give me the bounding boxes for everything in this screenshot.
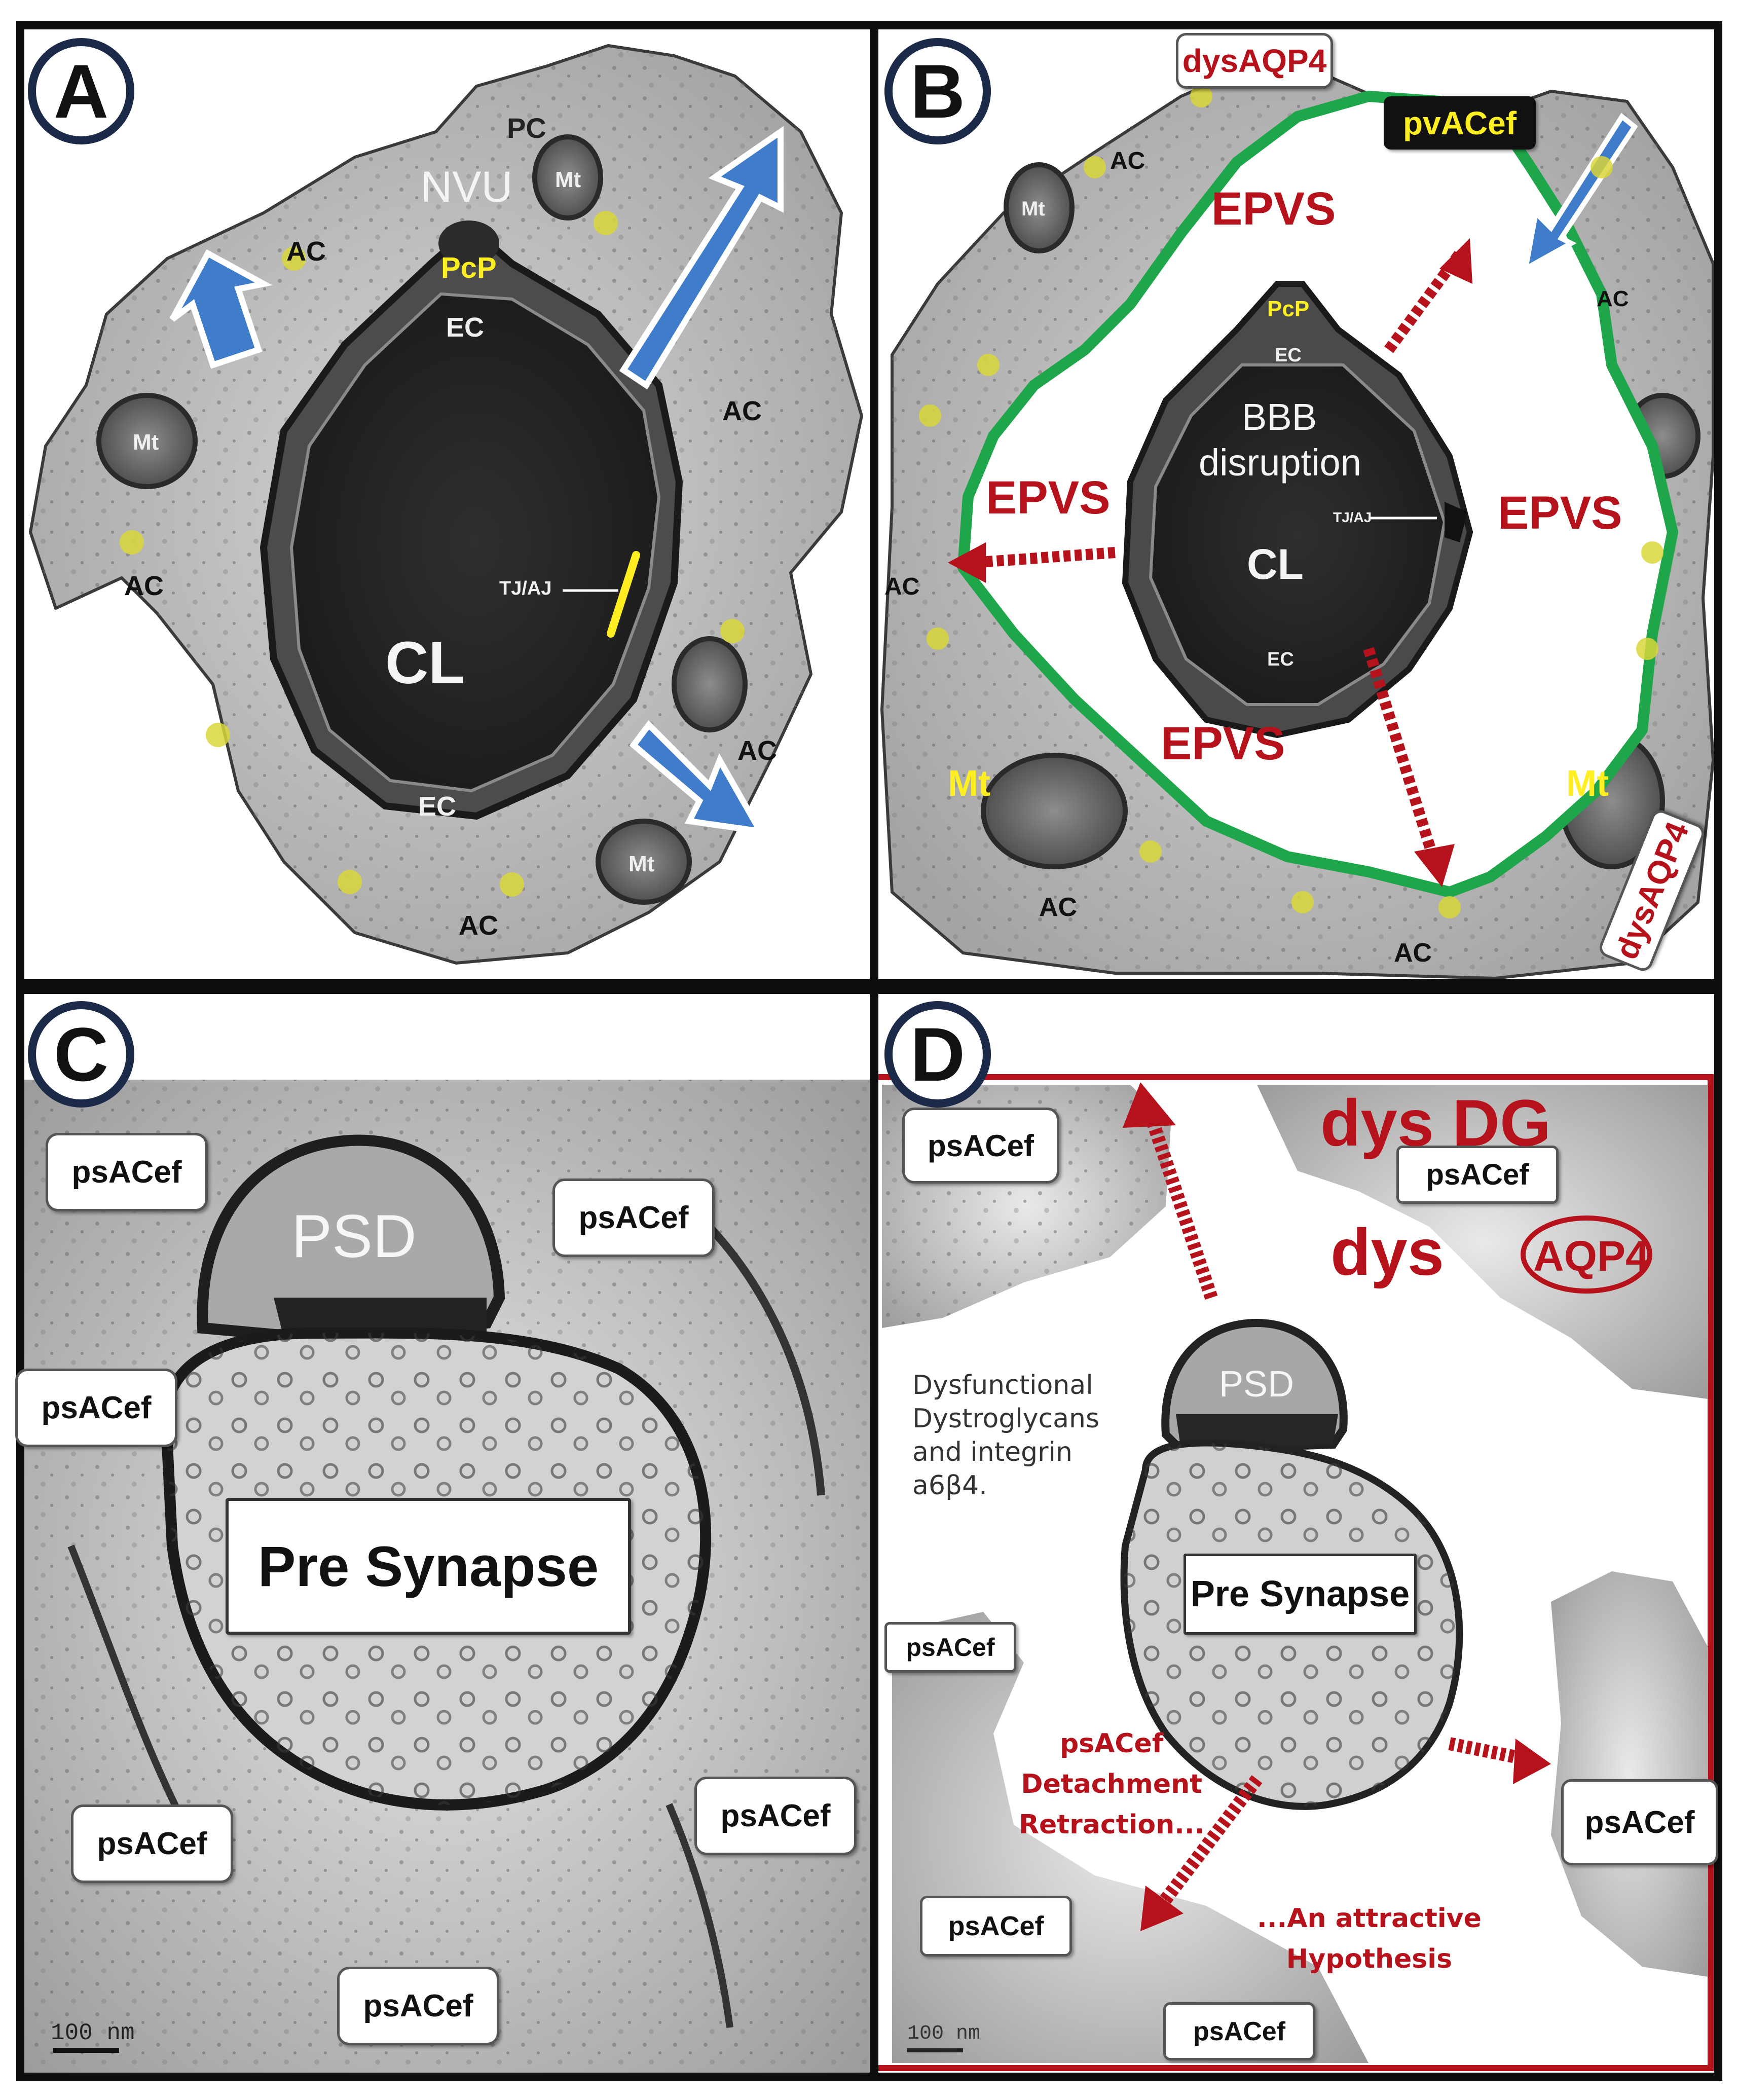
panel-d-aqp4-label: AQP4 bbox=[1533, 1232, 1649, 1280]
panel-b-mt-label-1: Mt bbox=[1021, 198, 1045, 220]
panel-d-psacef-label-2: psACef bbox=[1426, 1158, 1529, 1191]
panel-b-ac-label-2: AC bbox=[1597, 286, 1629, 311]
panel-a-mt-label-1: Mt bbox=[133, 430, 159, 455]
panel-a-ac-label-3: AC bbox=[722, 396, 762, 426]
panel-b-epvs-bottom-label: EPVS bbox=[1161, 718, 1285, 769]
panel-c-psacef-box-3: psACef bbox=[15, 1369, 177, 1447]
panel-d-psacef-box-6: psACef bbox=[1163, 2002, 1315, 2060]
panel-b-epvs-top-label: EPVS bbox=[1211, 183, 1336, 235]
panel-c-psacef-box-4: psACef bbox=[71, 1804, 233, 1883]
panel-b-letter: B bbox=[884, 38, 991, 144]
panel-a-pc-label: PC bbox=[507, 112, 546, 144]
panel-c-psacef-label-2: psACef bbox=[578, 1200, 689, 1235]
panel-d-psacef-label-4: psACef bbox=[948, 1911, 1044, 1941]
panel-d-pre-synapse-box: Pre Synapse bbox=[1184, 1554, 1417, 1635]
panel-d-dys-label: dys bbox=[1330, 1215, 1445, 1289]
panel-d-graphics bbox=[870, 1074, 1718, 2073]
panel-d-psacef-label-6: psACef bbox=[1193, 2016, 1286, 2046]
panel-a-nvu-label: NVU bbox=[421, 163, 513, 211]
panel-d-pre-synapse-label: Pre Synapse bbox=[1190, 1574, 1410, 1614]
panel-d-psacef-box-1: psACef bbox=[902, 1108, 1059, 1184]
panel-b-ec-top-label: EC bbox=[1275, 345, 1302, 366]
panel-b-bbb-label: BBB bbox=[1242, 396, 1317, 438]
panel-a-ec-bottom-label: EC bbox=[418, 791, 457, 822]
panel-b-ac-label-4: AC bbox=[1039, 893, 1078, 922]
panel-d-letter: D bbox=[884, 1001, 991, 1108]
panel-d-psacef-box-2: psACef bbox=[1396, 1146, 1559, 1204]
panel-d-psacef-label-1: psACef bbox=[927, 1128, 1034, 1163]
panel-b-ac-label-3: AC bbox=[884, 573, 920, 600]
panel-b-graphics bbox=[874, 25, 1718, 981]
panel-d-dys-dg-label: dys DG bbox=[1320, 1086, 1551, 1160]
panel-b-pcp-label: PcP bbox=[1267, 297, 1310, 321]
panel-c-scale-label: 100 nm bbox=[51, 2020, 135, 2046]
panel-c-psacef-label-5: psACef bbox=[720, 1798, 831, 1833]
panel-d-psacef-label-3: psACef bbox=[906, 1633, 995, 1662]
panel-a-mt-label-3: Mt bbox=[628, 852, 655, 876]
panel-a-pcp-label: PcP bbox=[441, 251, 497, 284]
panel-a-ac-label-2: AC bbox=[124, 571, 164, 601]
panel-a-letter: A bbox=[28, 38, 134, 144]
panel-b-epvs-left-label: EPVS bbox=[986, 472, 1111, 524]
panel-c-psacef-label-6: psACef bbox=[363, 1988, 473, 2023]
panel-d-psacef-box-4: psACef bbox=[920, 1896, 1072, 1957]
panel-d-dysfunctional-note: Dysfunctional Dystroglycans and integrin… bbox=[912, 1370, 1100, 1501]
panel-a-graphics bbox=[20, 25, 872, 981]
panel-b-dysaqp4-top-label: dysAQP4 bbox=[1182, 43, 1327, 79]
panel-c-pre-synapse-label: Pre Synapse bbox=[257, 1534, 599, 1598]
panel-b-tjaj-label: TJ/AJ bbox=[1333, 509, 1372, 525]
panel-d-psacef-box-5: psACef bbox=[1561, 1779, 1718, 1865]
panel-a-tjaj-label: TJ/AJ bbox=[499, 578, 552, 599]
panel-a-ac-label-1: AC bbox=[286, 236, 326, 267]
panel-c-psacef-label-4: psACef bbox=[97, 1826, 207, 1861]
panel-c-psacef-label-1: psACef bbox=[71, 1155, 182, 1190]
panel-c-psacef-box-6: psACef bbox=[337, 1967, 499, 2045]
panel-d-detachment-note: psACef Detachment Retraction... bbox=[1019, 1728, 1205, 1840]
panel-a-mt-label-2: Mt bbox=[555, 167, 581, 192]
panel-b-ac-label-1: AC bbox=[1110, 148, 1145, 174]
panel-c-psacef-box-2: psACef bbox=[552, 1178, 715, 1257]
panel-a-ec-top-label: EC bbox=[446, 312, 485, 343]
panel-a-cl-label: CL bbox=[385, 630, 465, 696]
panel-c-psacef-box-1: psACef bbox=[46, 1133, 208, 1211]
panel-c-letter: C bbox=[28, 1001, 134, 1108]
panel-c-psacef-box-5: psACef bbox=[694, 1777, 857, 1855]
panel-b-cl-label: CL bbox=[1247, 540, 1304, 588]
panel-b-mt-label-3: Mt bbox=[1566, 763, 1609, 804]
panel-b-frame bbox=[870, 21, 1722, 987]
panel-d-psacef-label-5: psACef bbox=[1584, 1804, 1695, 1840]
panel-b-pvacef-label: pvACef bbox=[1402, 104, 1517, 141]
panel-a-ac-label-4: AC bbox=[737, 735, 777, 766]
panel-b-epvs-right-label: EPVS bbox=[1498, 487, 1622, 539]
panel-b-dysaqp4-top-box: dysAQP4 bbox=[1176, 33, 1333, 89]
panel-c-frame bbox=[16, 986, 878, 2081]
panel-c-psd-label: PSD bbox=[291, 1202, 417, 1270]
panel-b-pvacef-box: pvACef bbox=[1384, 96, 1536, 150]
panel-d-psacef-box-3: psACef bbox=[884, 1622, 1016, 1673]
panel-b-disruption-label: disruption bbox=[1199, 441, 1361, 484]
panel-c-pre-synapse-box: Pre Synapse bbox=[226, 1498, 631, 1635]
panel-b-mt-label-2: Mt bbox=[948, 763, 990, 804]
panel-a-ac-label-5: AC bbox=[459, 910, 498, 941]
panel-d-psd-label: PSD bbox=[1219, 1364, 1295, 1405]
panel-c-psacef-label-3: psACef bbox=[41, 1390, 152, 1425]
panel-b-ac-label-5: AC bbox=[1394, 938, 1432, 968]
panel-d-hypothesis-note: ...An attractive Hypothesis bbox=[1257, 1903, 1482, 1974]
panel-d-scale-label: 100 nm bbox=[907, 2022, 981, 2045]
panel-b-ec-bottom-label: EC bbox=[1267, 649, 1294, 670]
